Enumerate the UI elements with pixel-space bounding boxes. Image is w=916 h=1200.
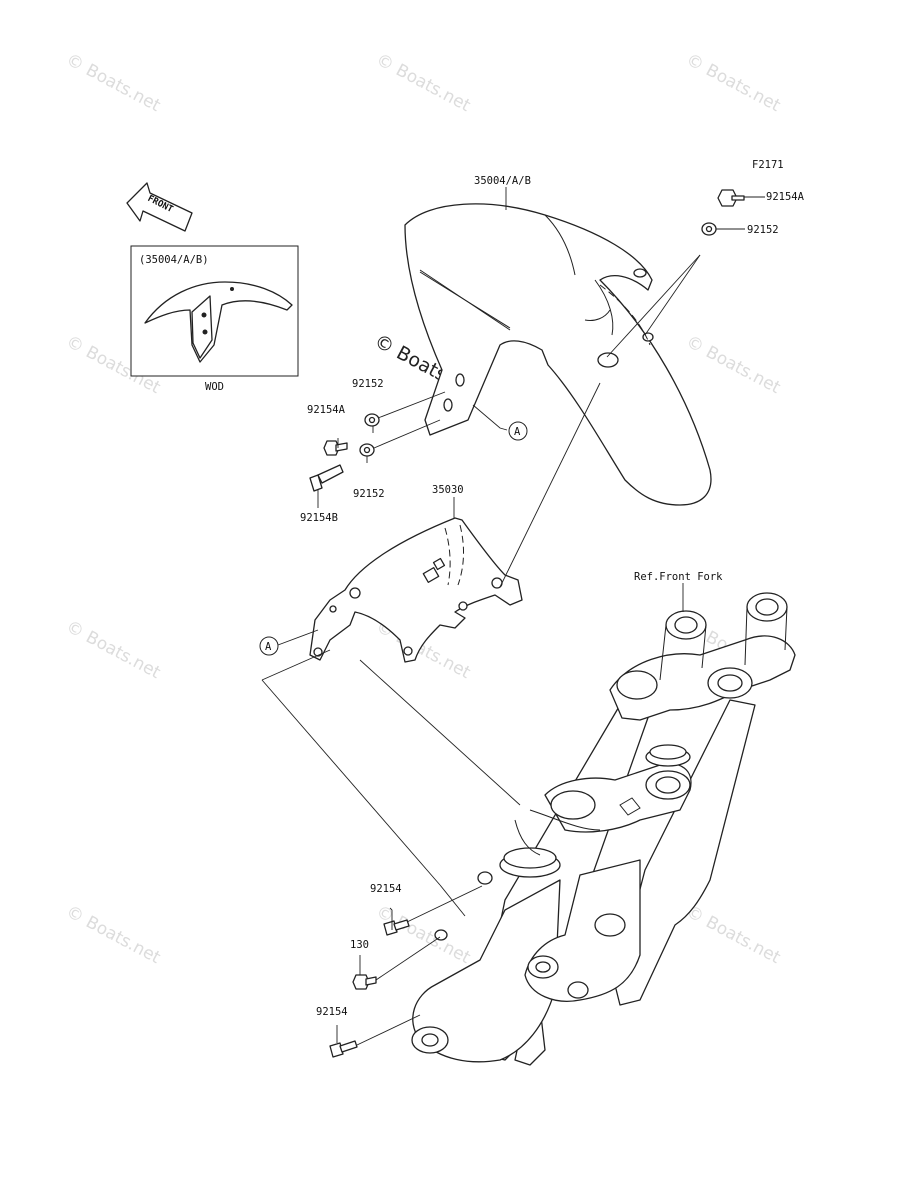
watermark: © Boats.net [683, 902, 784, 969]
front-fender [404, 203, 712, 506]
label-bolt-lower-3: 92154 [316, 1006, 348, 1018]
front-arrow-icon: FRONT [126, 182, 193, 232]
watermark: © Boats.net [63, 902, 164, 969]
watermark: © Boats.net [683, 50, 784, 117]
label-bracket: 35030 [432, 484, 464, 496]
label-bolt-lower-1: 92154 [370, 883, 402, 895]
label-bolt-lower-2: 130 [350, 939, 369, 951]
reference-a-left: A [259, 636, 279, 656]
inset-sublabel: WOD [205, 381, 224, 393]
inset-variant-box: (35004/A/B) WOD [130, 245, 299, 393]
ref-a-right-label: A [514, 426, 521, 438]
ref-a-left-label: A [265, 641, 272, 653]
label-bolt-left-upper: 92154A [307, 404, 346, 416]
label-washer-left-lower: 92152 [353, 488, 385, 500]
label-bolt-top-right: 92154A [766, 191, 805, 203]
label-fork-ref: Ref.Front Fork [634, 571, 723, 583]
watermark: © Boats.net [63, 617, 164, 684]
inset-caption: (35004/A/B) [139, 254, 209, 266]
hardware-top-right [701, 189, 745, 236]
label-bolt-left-lower: 92154B [300, 512, 338, 524]
front-fork [411, 592, 796, 1066]
diagram-code: F2171 [752, 159, 784, 171]
leader-lines [261, 187, 765, 1046]
part-labels: 35004/A/B 92154A 92152 92152 92154A 9215… [300, 175, 805, 1018]
label-fender: 35004/A/B [474, 175, 531, 187]
hardware-lower [329, 919, 410, 1058]
label-washer-top-right: 92152 [747, 224, 779, 236]
reference-a-right: A [508, 421, 528, 441]
hardware-left [309, 413, 380, 492]
fender-bracket [309, 517, 523, 663]
watermark: © Boats.net [63, 50, 164, 117]
label-washer-left-upper: 92152 [352, 378, 384, 390]
watermark: © Boats.net [373, 50, 474, 117]
watermark: © Boats.net [683, 332, 784, 399]
